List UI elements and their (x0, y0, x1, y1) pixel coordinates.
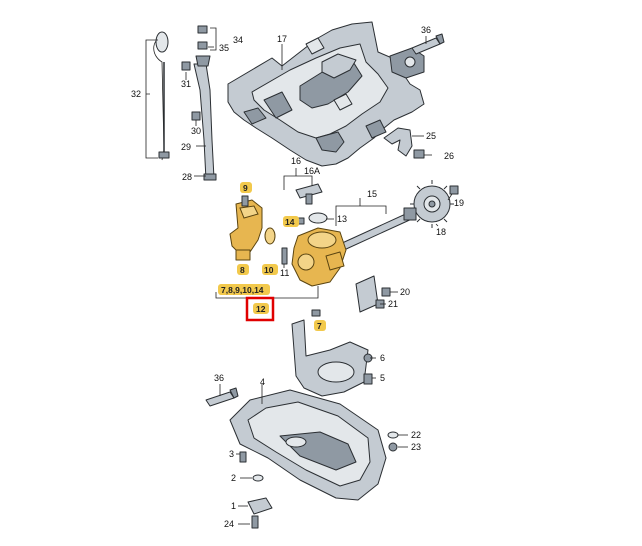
oil-pump-sprocket (339, 180, 459, 251)
svg-text:8: 8 (240, 265, 245, 275)
badge-8[interactable]: 8 (237, 264, 249, 275)
callout-11: 11 (280, 268, 289, 278)
callout-32: 32 (131, 89, 141, 99)
badge-12-highlighted[interactable]: 12 (245, 296, 275, 322)
callout-19: 19 (454, 198, 464, 208)
callout-31: 31 (181, 79, 191, 89)
callout-16a: 16A (304, 166, 320, 176)
callout-29: 29 (181, 142, 191, 152)
callout-34: 34 (233, 35, 243, 45)
callout-20: 20 (400, 287, 410, 297)
oil-return-pipe (383, 127, 425, 159)
callout-15: 15 (367, 189, 377, 199)
callout-22: 22 (411, 430, 421, 440)
badge-14[interactable]: 14 (283, 216, 299, 227)
callout-36-bottom: 36 (214, 373, 224, 383)
callout-1: 1 (231, 501, 236, 511)
sealant-tube-bottom (205, 387, 239, 407)
upper-oil-sump (227, 21, 425, 167)
badge-7[interactable]: 7 (314, 320, 326, 331)
oil-cooler-module (291, 227, 347, 287)
callout-18: 18 (436, 227, 446, 237)
callout-26: 26 (444, 151, 454, 161)
callout-23: 23 (411, 442, 421, 452)
callout-35: 35 (219, 43, 229, 53)
callout-28: 28 (182, 172, 192, 182)
callout-4: 4 (260, 377, 265, 387)
callout-25: 25 (426, 131, 436, 141)
badge-callouts: 9 14 8 10 7 7,8,9,10,14 12 (218, 182, 326, 331)
svg-text:14: 14 (285, 217, 295, 227)
o-ring-13 (308, 212, 328, 224)
svg-text:12: 12 (256, 304, 266, 314)
oil-filter-housing (229, 199, 276, 261)
badge-10[interactable]: 10 (262, 264, 278, 275)
callout-5: 5 (380, 373, 385, 383)
oil-baffle (291, 319, 373, 397)
callout-2: 2 (231, 473, 236, 483)
svg-text:10: 10 (264, 265, 274, 275)
badge-group-7-8-9-10-14[interactable]: 7,8,9,10,14 (218, 284, 270, 295)
callout-30: 30 (191, 126, 201, 136)
callout-16: 16 (291, 156, 301, 166)
svg-text:9: 9 (243, 183, 248, 193)
callout-21: 21 (388, 299, 398, 309)
callout-36-top: 36 (421, 25, 431, 35)
callout-labels: 36 17 34 35 32 31 30 29 28 25 26 16 16A … (131, 25, 464, 529)
svg-text:7: 7 (317, 321, 322, 331)
badge-9[interactable]: 9 (240, 182, 252, 193)
oil-level-sensor (295, 183, 323, 205)
sealant-tube-top (411, 33, 445, 55)
svg-text:7,8,9,10,14: 7,8,9,10,14 (221, 285, 264, 295)
bolts-gold (241, 195, 321, 317)
callout-24: 24 (224, 519, 234, 529)
callout-17: 17 (277, 34, 287, 44)
callout-13: 13 (337, 214, 347, 224)
lower-oil-pan (229, 389, 387, 501)
callout-6: 6 (380, 353, 385, 363)
mounting-bracket (355, 275, 391, 313)
dipstick-assembly (153, 25, 217, 181)
highlight-box (245, 296, 275, 322)
callout-3: 3 (229, 449, 234, 459)
